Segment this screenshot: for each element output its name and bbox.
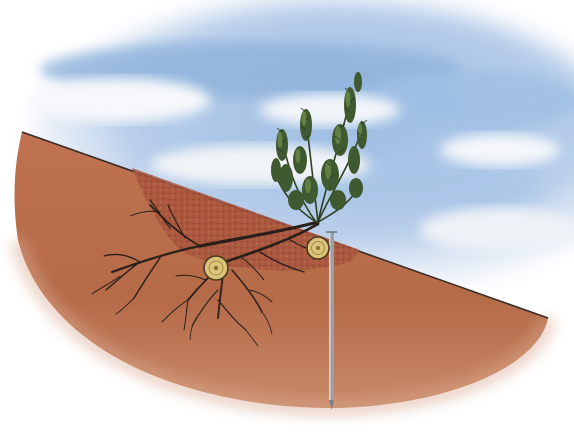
- log-pin-icon: [204, 256, 228, 280]
- log-pin-icon: [307, 237, 329, 259]
